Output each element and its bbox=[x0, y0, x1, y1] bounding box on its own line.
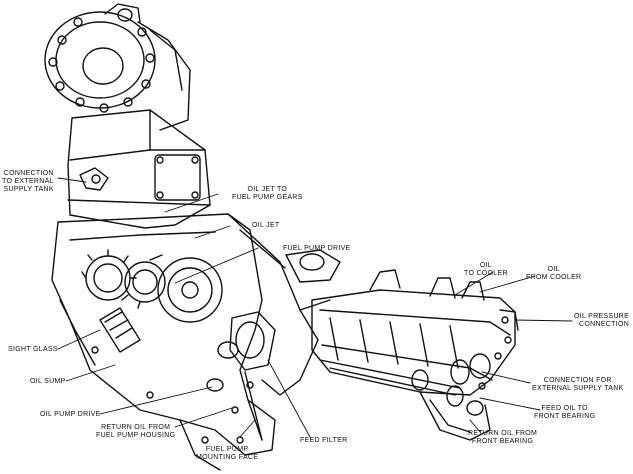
label-fuel-pump-drive: FUEL PUMP DRIVE bbox=[283, 245, 351, 252]
label-feed-oil-front-bearing: FEED OIL TO FRONT BEARING bbox=[534, 405, 595, 421]
label-line: FUEL PUMP HOUSING bbox=[96, 432, 176, 439]
filter-housing bbox=[227, 213, 331, 441]
label-oil-pressure-connection: OIL PRESSURE CONNECTION bbox=[574, 313, 629, 329]
label-sight-glass: SIGHT GLASS bbox=[8, 346, 58, 353]
label-return-oil-fuel-pump-housing: RETURN OIL FROM FUEL PUMP HOUSING bbox=[96, 424, 175, 440]
label-oil-jet: OIL JET bbox=[252, 222, 280, 229]
label-line: CONNECTION bbox=[3, 170, 54, 177]
label-line: CONNECTION bbox=[579, 321, 630, 328]
label-line: FUEL PUMP bbox=[205, 446, 249, 453]
label-line: FRONT BEARING bbox=[534, 413, 596, 420]
label-fuel-pump-mounting-face: FUEL PUMP MOUNTING FACE bbox=[196, 446, 258, 462]
fuel-pump-cover bbox=[44, 3, 191, 131]
leader-lines bbox=[57, 177, 573, 438]
label-line: OIL bbox=[479, 262, 492, 269]
label-connection-external-supply-tank-left: CONNECTION TO EXTERNAL SUPPLY TANK bbox=[2, 170, 54, 194]
label-return-oil-front-bearing: RETURN OIL FROM FRONT BEARING bbox=[468, 430, 537, 446]
label-line: FROM COOLER bbox=[526, 274, 582, 281]
label-oil-jet-fuel-pump-gears: OIL JET TO FUEL PUMP GEARS bbox=[232, 186, 303, 202]
label-feed-filter: FEED FILTER bbox=[300, 437, 348, 444]
label-oil-from-cooler: OIL FROM COOLER bbox=[526, 266, 581, 282]
label-oil-pump-drive: OIL PUMP DRIVE bbox=[40, 411, 101, 418]
label-line: OIL JET TO bbox=[247, 186, 288, 193]
pump-housing-block bbox=[67, 109, 211, 229]
label-line: RETURN OIL FROM bbox=[101, 424, 171, 431]
label-line: TO EXTERNAL bbox=[2, 178, 54, 185]
oil-cooler-assembly bbox=[285, 249, 519, 441]
label-line: FUEL PUMP GEARS bbox=[232, 194, 303, 201]
label-line: FRONT BEARING bbox=[471, 438, 534, 445]
label-line: EXTERNAL SUPPLY TANK bbox=[532, 385, 624, 392]
label-line: SUPPLY TANK bbox=[3, 186, 54, 193]
label-line: OIL bbox=[547, 266, 560, 273]
label-connection-external-supply-tank-right: CONNECTION FOR EXTERNAL SUPPLY TANK bbox=[532, 377, 624, 393]
label-line: MOUNTING FACE bbox=[196, 454, 259, 461]
label-line: TO COOLER bbox=[464, 270, 508, 277]
label-line: CONNECTION FOR bbox=[543, 377, 612, 384]
main-gearbox-casing bbox=[51, 213, 276, 471]
label-oil-sump: OIL SUMP bbox=[30, 378, 66, 385]
label-line: FEED OIL TO bbox=[541, 405, 588, 412]
label-oil-to-cooler: OIL TO COOLER bbox=[464, 262, 508, 278]
label-line: OIL PRESSURE bbox=[574, 313, 630, 320]
label-line: RETURN OIL FROM bbox=[468, 430, 538, 437]
